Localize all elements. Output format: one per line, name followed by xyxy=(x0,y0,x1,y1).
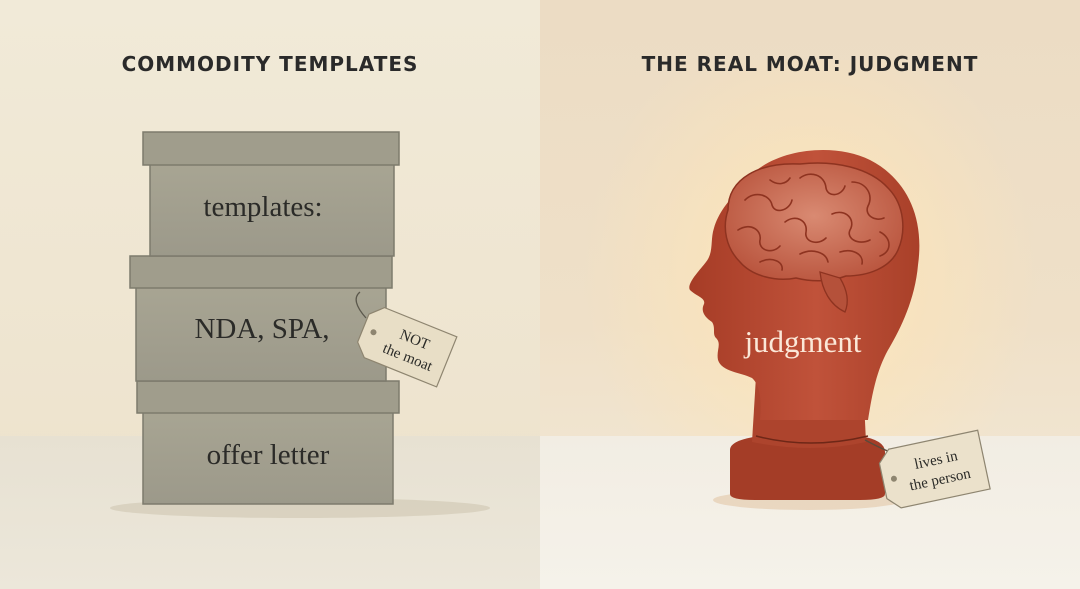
box-label-offer-letter: offer letter xyxy=(207,439,330,471)
box-bottom xyxy=(142,409,394,505)
right-panel xyxy=(540,0,1080,589)
box-label-nda-spa: NDA, SPA, xyxy=(194,313,329,345)
box-middle xyxy=(135,285,387,382)
head-label-judgment: judgment xyxy=(743,324,861,359)
box-bottom-lid xyxy=(136,380,400,414)
box-middle-lid xyxy=(129,255,393,289)
left-heading: COMMODITY TEMPLATES xyxy=(121,52,419,76)
box-stack xyxy=(129,131,400,505)
box-top-lid xyxy=(142,131,400,166)
head-bust xyxy=(689,150,920,510)
box-top xyxy=(149,162,395,257)
right-heading: THE REAL MOAT: JUDGMENT xyxy=(641,52,979,76)
brain-icon xyxy=(724,162,904,313)
tag-lives-in-the-person: lives in the person xyxy=(864,429,991,509)
box-label-templates: templates: xyxy=(203,191,322,223)
